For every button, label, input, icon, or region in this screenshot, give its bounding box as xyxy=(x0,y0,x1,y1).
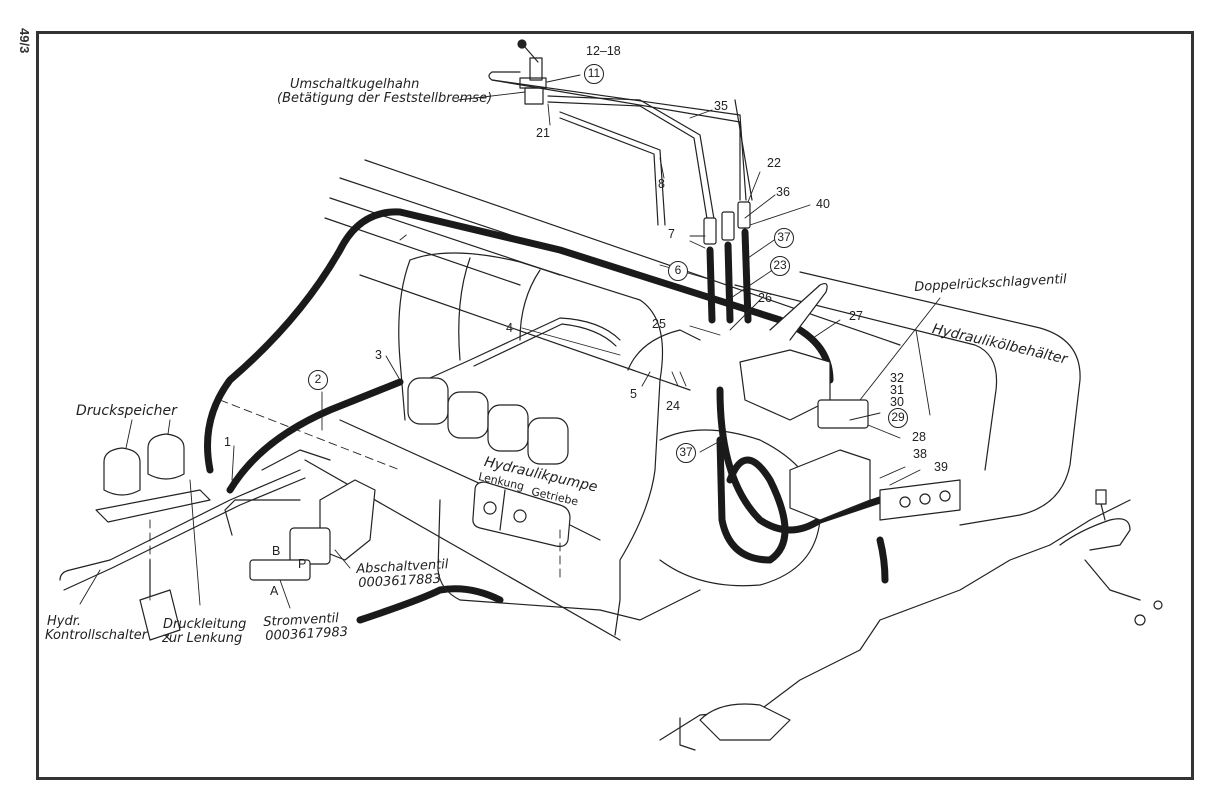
label-druckleitung: Druckleitung xyxy=(163,617,247,632)
port-b: B xyxy=(272,544,281,558)
dashed-assembly-lines xyxy=(149,231,561,601)
callout-2: 2 xyxy=(308,370,328,390)
callout-29: 29 xyxy=(888,408,908,428)
label-umschaltkugelhahn: Umschaltkugelhahn xyxy=(290,77,420,92)
callout-32: 32 xyxy=(890,371,904,385)
callout-26: 26 xyxy=(758,291,772,305)
port-a: A xyxy=(270,584,279,598)
wiring-harness xyxy=(1059,489,1163,626)
hydraulic-hoses xyxy=(204,208,889,624)
drawing-frame xyxy=(36,31,1194,780)
callout-3: 3 xyxy=(375,348,382,362)
callout-23: 23 xyxy=(770,256,790,276)
label-umschaltkugelhahn-sub: (Betätigung der Feststellbremse) xyxy=(277,91,493,106)
callout-7: 7 xyxy=(668,227,675,241)
callout-37-bottom: 37 xyxy=(676,443,696,463)
callout-25: 25 xyxy=(652,317,666,331)
distributor-block xyxy=(789,449,961,521)
callout-39: 39 xyxy=(934,460,948,474)
callout-31: 31 xyxy=(890,383,904,397)
callout-36: 36 xyxy=(776,185,790,199)
callout-12-18: 12–18 xyxy=(586,44,621,58)
double-check-valve xyxy=(739,282,869,429)
callout-37-top: 37 xyxy=(774,228,794,248)
shutoff-valve xyxy=(249,479,376,581)
port-p: P xyxy=(298,557,307,571)
label-kontrollschalter: Kontrollschalter xyxy=(45,628,148,643)
brake-line xyxy=(679,703,791,751)
callout-40: 40 xyxy=(816,197,830,211)
callout-35: 35 xyxy=(714,99,728,113)
callout-22: 22 xyxy=(767,156,781,170)
callout-11: 11 xyxy=(584,64,604,84)
callout-21: 21 xyxy=(536,126,550,140)
callout-5: 5 xyxy=(630,387,637,401)
label-druckspeicher: Druckspeicher xyxy=(76,403,177,419)
pressure-accumulators xyxy=(95,433,211,523)
hydraulic-pump xyxy=(472,481,571,547)
callout-30: 30 xyxy=(890,395,904,409)
callout-8: 8 xyxy=(658,177,665,191)
ball-valve-assembly xyxy=(488,39,753,226)
page-number: 49/3 xyxy=(17,28,32,54)
label-zur-lenkung: zur Lenkung xyxy=(162,631,243,646)
manifold-block xyxy=(59,469,306,641)
callout-24: 24 xyxy=(666,399,680,413)
callout-6: 6 xyxy=(668,261,688,281)
pipe-fittings xyxy=(703,201,751,245)
label-hydr: Hydr. xyxy=(47,614,82,629)
callout-4: 4 xyxy=(506,321,513,335)
callout-1: 1 xyxy=(224,435,231,449)
callout-27: 27 xyxy=(849,309,863,323)
callout-28: 28 xyxy=(912,430,926,444)
callout-38: 38 xyxy=(913,447,927,461)
